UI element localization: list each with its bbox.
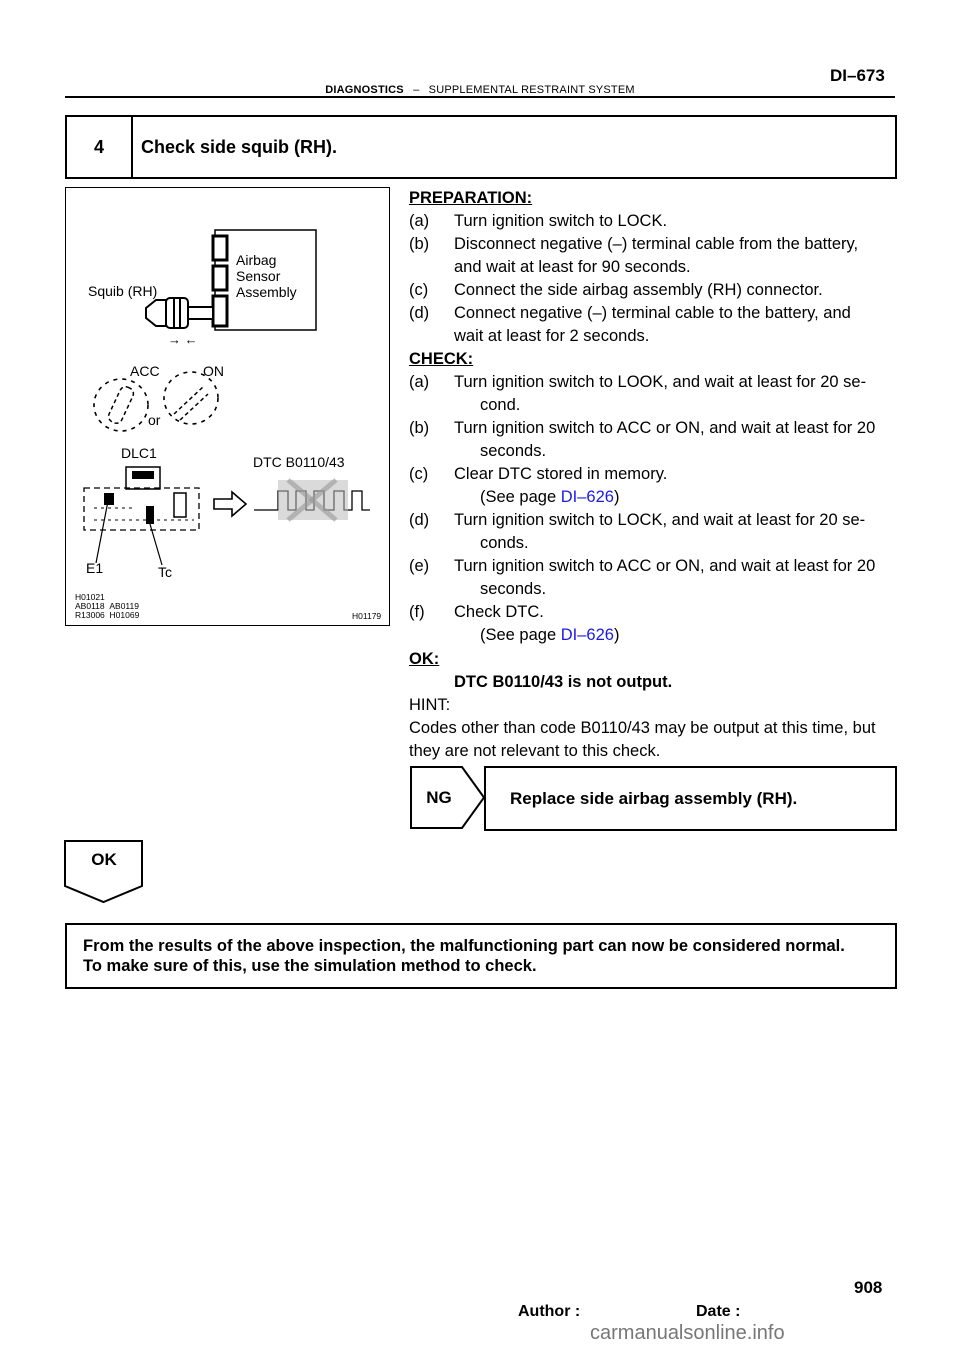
ref-codes: H01021 AB0118 AB0119 R13006 H01069	[75, 593, 139, 620]
page-number: 908	[854, 1278, 883, 1297]
sensor-label: Airbag Sensor Assembly	[236, 252, 297, 300]
prep-step-a: Turn ignition switch to LOCK.	[454, 212, 668, 230]
figure-id: H01179	[352, 611, 382, 621]
prep-step-c: Connect the side airbag assembly (RH) co…	[454, 281, 823, 299]
acc-label: ACC	[130, 363, 160, 379]
ok-label: OK	[91, 850, 117, 869]
see-page-ref: (See page DI–626)	[480, 624, 619, 647]
conclusion-line-1: From the results of the above inspection…	[83, 937, 845, 955]
page-link[interactable]: DI–626	[560, 488, 614, 506]
sensor-label-line: Assembly	[236, 284, 297, 300]
subsection-title: SUPPLEMENTAL RESTRAINT SYSTEM	[428, 84, 635, 96]
right-arrow-icon	[213, 490, 248, 518]
check-heading: CHECK:	[409, 350, 474, 368]
diagram-drawing	[83, 229, 370, 566]
ng-action-text: Replace side airbag assembly (RH).	[510, 788, 798, 808]
step-number: 4	[67, 117, 133, 177]
hint-text-cont: they are not relevant to this check.	[409, 742, 661, 760]
check-step-b-cont: seconds.	[480, 442, 547, 460]
dlc1-label: DLC1	[121, 445, 157, 461]
squib-plug	[145, 299, 167, 327]
check-step-c: Clear DTC stored in memory.	[454, 465, 668, 483]
check-step-f: Check DTC.	[454, 603, 544, 621]
prep-step-d: Connect negative (–) terminal cable to t…	[454, 304, 851, 322]
conclusion-line-2: To make sure of this, use the simulation…	[83, 957, 537, 975]
page-code: DI–673	[830, 66, 885, 85]
page-link[interactable]: DI–626	[560, 626, 614, 644]
check-step-a-cont: cond.	[480, 396, 521, 414]
page-header-title: DIAGNOSTICS – SUPPLEMENTAL RESTRAINT SYS…	[0, 84, 960, 96]
squib-label: Squib (RH)	[88, 283, 158, 299]
ref-code: AB0118	[75, 601, 105, 611]
date-label: Date :	[696, 1303, 741, 1320]
item-label: (e)	[409, 557, 430, 575]
diagram-figure: Squib (RH) Airbag Sensor Assembly → ← AC…	[65, 187, 390, 626]
or-label: or	[148, 412, 161, 428]
ref-code: H01069	[109, 610, 140, 620]
ok-heading: OK:	[409, 650, 440, 668]
check-step-e: Turn ignition switch to ACC or ON, and w…	[454, 557, 876, 575]
ref-code: R13006	[75, 610, 105, 620]
hint-heading: HINT:	[409, 696, 451, 714]
item-label: (c)	[409, 465, 429, 483]
ng-action-box: Replace side airbag assembly (RH).	[484, 766, 897, 831]
ok-arrow-shape	[64, 840, 143, 904]
sensor-label-line: Airbag	[236, 252, 277, 268]
item-label: (d)	[409, 511, 430, 529]
on-label: ON	[203, 363, 224, 379]
hint-text: Codes other than code B0110/43 may be ou…	[409, 719, 876, 737]
ng-arrow-shape	[410, 766, 486, 829]
prep-step-d-cont: wait at least for 2 seconds.	[454, 327, 650, 345]
item-label: (b)	[409, 235, 430, 253]
tc-leader	[149, 523, 163, 566]
see-page-ref: (See page DI–626)	[480, 486, 619, 509]
ok-result: DTC B0110/43 is not output.	[454, 673, 673, 691]
dlc1-connector-icon	[83, 487, 200, 531]
sensor-label-line: Sensor	[236, 268, 281, 284]
ng-label: NG	[426, 787, 452, 807]
author-label: Author :	[518, 1303, 581, 1320]
header-separator: –	[413, 84, 420, 96]
sensor-connector-2	[211, 264, 229, 292]
prep-step-b-cont: and wait at least for 90 seconds.	[454, 258, 691, 276]
ref-code: H01021	[75, 592, 105, 602]
see-page-text: (See page	[480, 488, 561, 506]
tc-label: Tc	[158, 564, 172, 580]
item-label: (a)	[409, 373, 430, 391]
ignition-acc-icon	[93, 378, 149, 432]
item-label: (a)	[409, 212, 430, 230]
preparation-heading: PREPARATION:	[409, 189, 533, 207]
step-box: 4 Check side squib (RH).	[65, 115, 897, 179]
check-step-d-cont: conds.	[480, 534, 529, 552]
item-label: (f)	[409, 603, 425, 621]
section-title: DIAGNOSTICS	[325, 84, 404, 96]
ref-code: AB0119	[109, 601, 139, 611]
watermark: carmanualsonline.info	[590, 1322, 785, 1344]
squib-connector	[165, 297, 189, 329]
item-label: (b)	[409, 419, 430, 437]
dlc1-top-icon	[125, 466, 161, 490]
dtc-label: DTC B0110/43	[253, 454, 345, 470]
connect-arrows: → ←	[168, 332, 198, 347]
conclusion-box: From the results of the above inspection…	[65, 923, 897, 989]
step-title: Check side squib (RH).	[141, 136, 338, 157]
check-step-d: Turn ignition switch to LOCK, and wait a…	[454, 511, 866, 529]
e1-leader	[95, 500, 109, 564]
check-step-a: Turn ignition switch to LOOK, and wait a…	[454, 373, 867, 391]
check-step-b: Turn ignition switch to ACC or ON, and w…	[454, 419, 876, 437]
ignition-on-icon	[163, 371, 219, 425]
header-rule	[65, 96, 895, 98]
paren: )	[613, 488, 620, 506]
see-page-text: (See page	[480, 626, 561, 644]
item-label: (c)	[409, 281, 429, 299]
squib-lead	[187, 306, 214, 320]
sensor-connector-3	[211, 294, 229, 328]
e1-label: E1	[86, 560, 104, 576]
item-label: (d)	[409, 304, 430, 322]
prep-step-b: Disconnect negative (–) terminal cable f…	[454, 235, 859, 253]
check-step-e-cont: seconds.	[480, 580, 547, 598]
sensor-connector-1	[211, 234, 229, 262]
paren: )	[613, 626, 620, 644]
